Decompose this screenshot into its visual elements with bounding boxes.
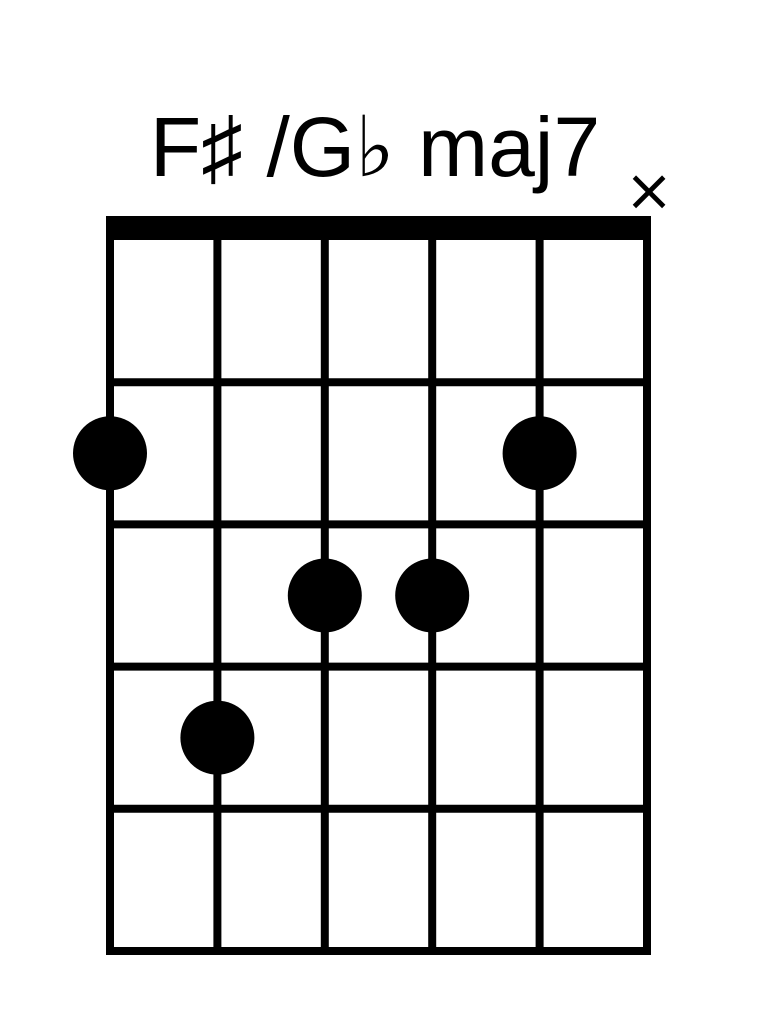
finger-dot-string-3-fret-3 — [287, 558, 362, 633]
finger-dots — [73, 416, 577, 775]
string-markers: × — [625, 156, 674, 224]
muted-string-x-icon: × — [625, 156, 674, 224]
finger-dot-string-5-fret-2 — [502, 416, 577, 491]
finger-dot-string-4-fret-3 — [395, 558, 470, 633]
fretboard-grid — [106, 216, 651, 955]
finger-dot-string-1-fret-2 — [73, 416, 147, 491]
nut — [106, 216, 651, 240]
chord-title: F♯ /G♭ maj7 — [150, 100, 600, 194]
finger-dot-string-2-fret-4 — [180, 700, 255, 775]
